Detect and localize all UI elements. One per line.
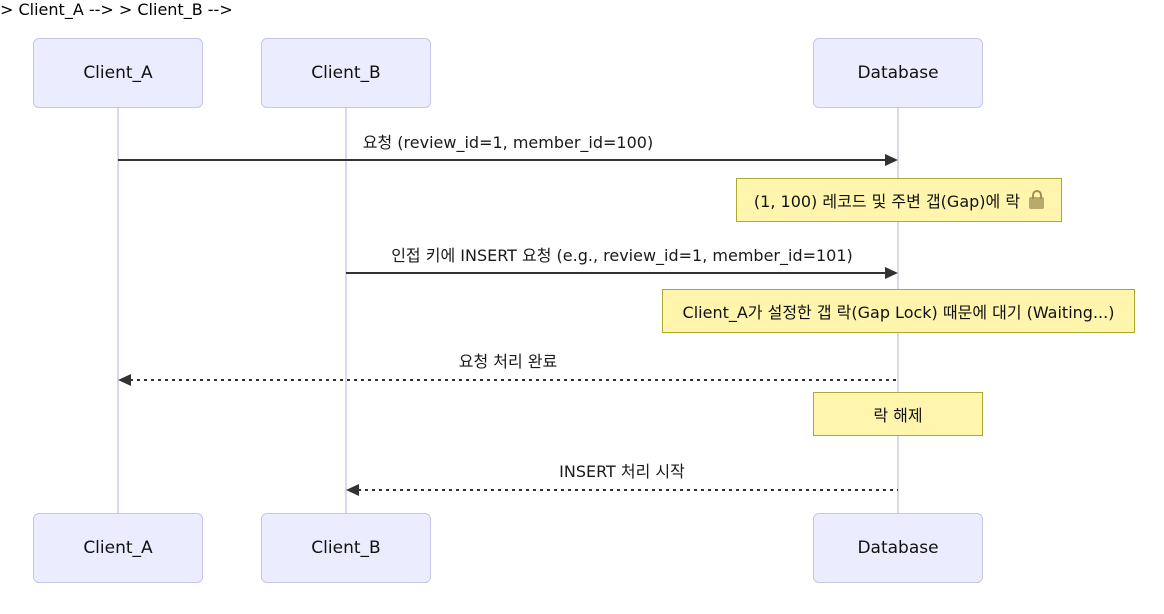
note-lock-release: 락 해제 bbox=[813, 392, 983, 436]
actor-label-database: Database bbox=[857, 538, 939, 558]
actor-client-a-bottom: Client_A bbox=[33, 513, 203, 583]
note-lock-release-text: 락 해제 bbox=[873, 406, 923, 425]
note-gap-lock: (1, 100) 레코드 및 주변 갭(Gap)에 락 bbox=[736, 178, 1062, 222]
lifeline-client-a bbox=[117, 108, 119, 513]
note-waiting-text: Client_A가 설정한 갭 락(Gap Lock) 때문에 대기 (Wait… bbox=[682, 303, 1115, 322]
actor-client-a-top: Client_A bbox=[33, 38, 203, 108]
message-line-request-done bbox=[130, 379, 898, 381]
arrowhead-right-icon bbox=[885, 154, 898, 166]
message-label-insert-start: INSERT 처리 시작 bbox=[559, 462, 685, 481]
actor-database-bottom: Database bbox=[813, 513, 983, 583]
message-line-insert-start bbox=[358, 489, 898, 491]
note-waiting: Client_A가 설정한 갭 락(Gap Lock) 때문에 대기 (Wait… bbox=[662, 289, 1135, 333]
lifeline-client-b bbox=[345, 108, 347, 513]
arrowhead-left-icon bbox=[346, 484, 359, 496]
actor-label-client-a: Client_A bbox=[83, 63, 153, 83]
message-label-request-done: 요청 처리 완료 bbox=[458, 352, 558, 371]
message-label-request: 요청 (review_id=1, member_id=100) bbox=[362, 133, 654, 152]
message-line-insert-request bbox=[346, 272, 886, 274]
actor-label-client-b: Client_B bbox=[311, 63, 381, 83]
actor-label-client-a: Client_A bbox=[83, 538, 153, 558]
actor-label-client-b: Client_B bbox=[311, 538, 381, 558]
actor-client-b-top: Client_B bbox=[261, 38, 431, 108]
actor-database-top: Database bbox=[813, 38, 983, 108]
arrowhead-left-icon bbox=[118, 374, 131, 386]
message-line-request bbox=[118, 159, 890, 161]
actor-label-database: Database bbox=[857, 63, 939, 83]
arrowhead-right-icon bbox=[885, 267, 898, 279]
lock-icon bbox=[1029, 189, 1045, 209]
note-gap-lock-text: (1, 100) 레코드 및 주변 갭(Gap)에 락 bbox=[753, 192, 1021, 211]
actor-client-b-bottom: Client_B bbox=[261, 513, 431, 583]
message-label-insert-request: 인접 키에 INSERT 요청 (e.g., review_id=1, memb… bbox=[391, 246, 853, 265]
